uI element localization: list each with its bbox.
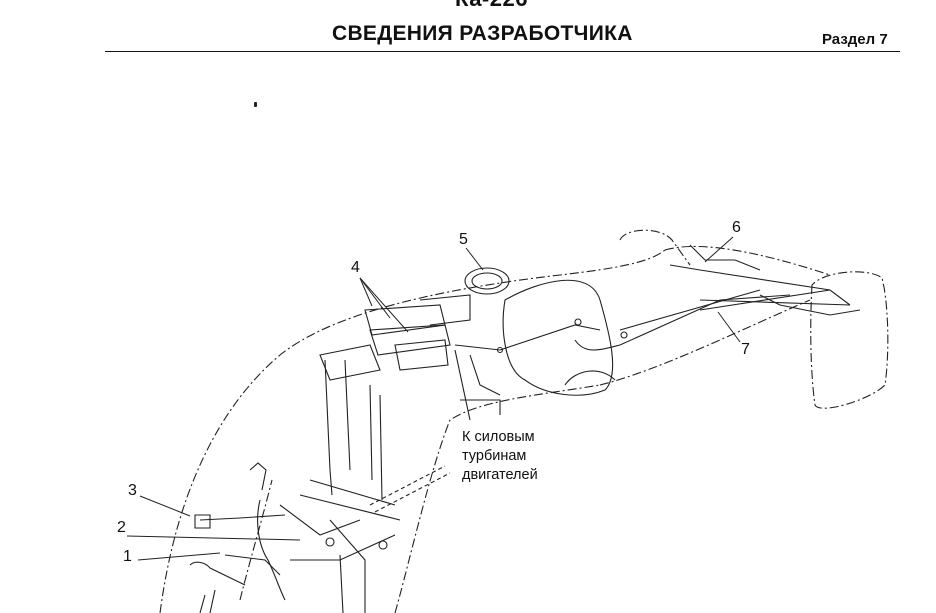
fuselage-outline [159,229,831,613]
turbine-link [369,465,451,513]
tail-fin [810,271,889,409]
header-rule [105,51,900,52]
control-rods [189,359,401,613]
callout-1: 1 [123,548,132,565]
callout-2: 2 [117,519,126,536]
turbine-note: К силовым турбинам двигателей [462,428,538,485]
turbine-note-line-1: К силовым [462,429,535,445]
callout-leaders [126,236,741,561]
engine-cowling [502,279,614,396]
callout-5: 5 [459,231,468,248]
callout-3: 3 [128,482,137,499]
section-heading: СВЕДЕНИЯ РАЗРАБОТЧИКА [332,22,633,45]
turbine-note-line-2: турбинам [462,448,527,464]
turbine-note-line-3: двигателей [462,467,538,483]
callout-6: 6 [732,219,741,236]
swashplate-ring [464,267,510,295]
callout-4: 4 [351,259,360,276]
section-label: Раздел 7 [822,31,888,48]
callout-7: 7 [741,341,750,358]
document-code: Ка-226 [455,0,528,12]
scan-speck [254,102,257,107]
hydraulic-boosters [319,294,471,381]
tail-rods [454,244,861,421]
